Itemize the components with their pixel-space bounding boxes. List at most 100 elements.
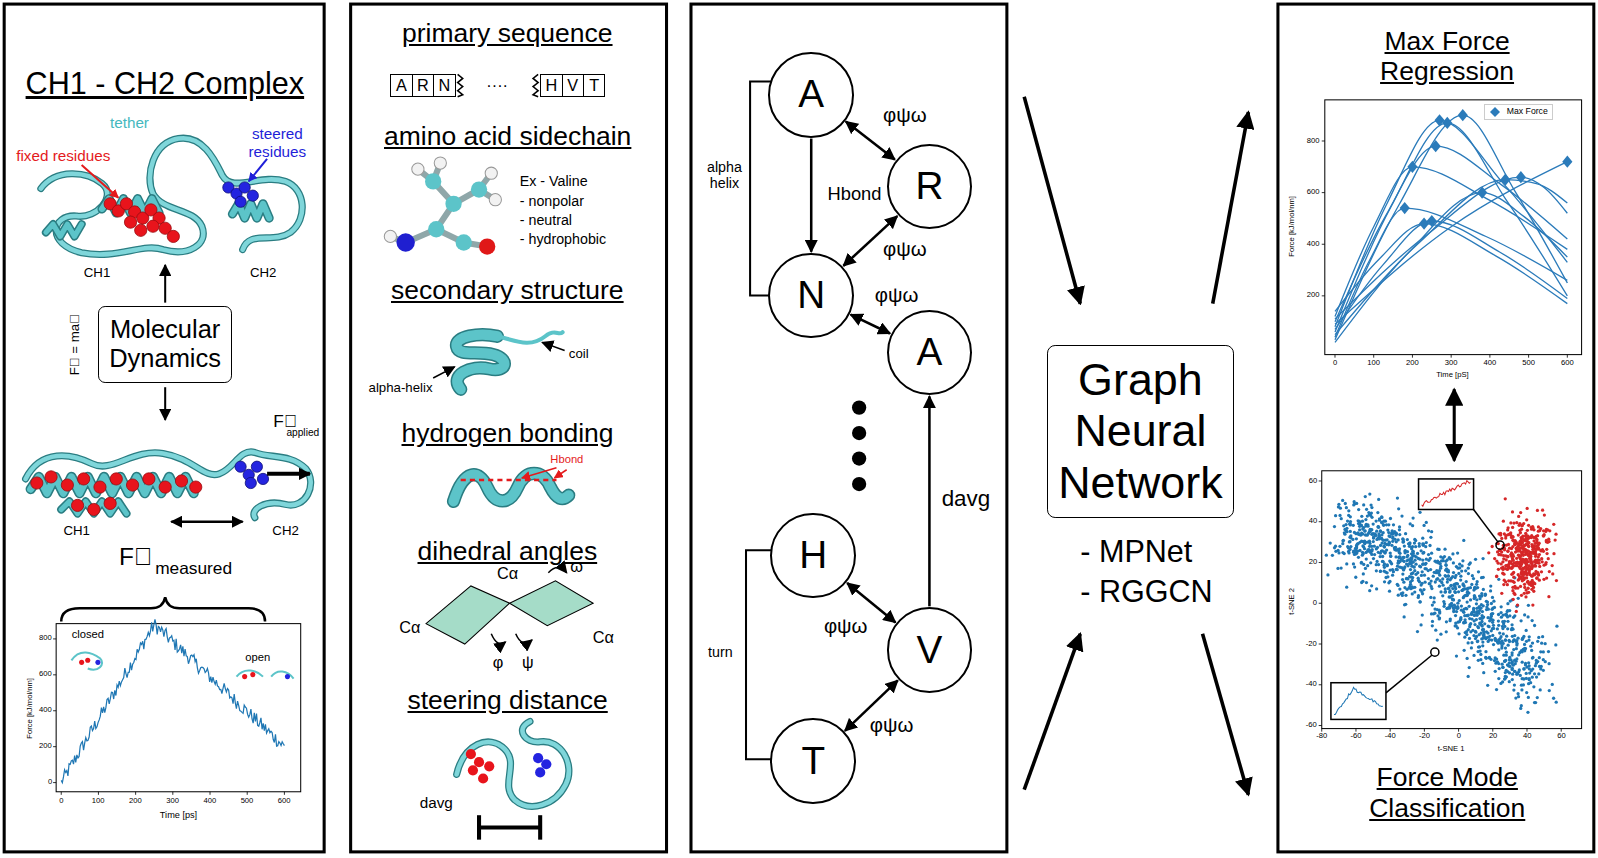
tsne-scatter bbox=[1498, 667, 1501, 670]
tsne-scatter bbox=[1531, 526, 1534, 529]
tsne-scatter bbox=[1397, 594, 1400, 597]
annotation-label: Cα bbox=[497, 564, 518, 583]
tsne-scatter bbox=[1355, 537, 1358, 540]
tsne-scatter bbox=[1463, 636, 1466, 639]
tsne-scatter bbox=[1396, 584, 1399, 587]
bracket bbox=[746, 82, 795, 760]
tsne-scatter bbox=[1513, 683, 1516, 686]
tsne-scatter bbox=[1391, 535, 1394, 538]
annotation-label: 200 bbox=[1307, 291, 1320, 300]
edge-label: φψω bbox=[873, 284, 921, 307]
protein-icon bbox=[242, 674, 247, 679]
tsne-scatter bbox=[1541, 509, 1544, 512]
tsne-scatter bbox=[1388, 590, 1391, 593]
edge-label: φψω bbox=[881, 104, 929, 127]
tsne-scatter bbox=[1541, 635, 1544, 638]
hydrogen-bond bbox=[461, 479, 557, 482]
tsne-scatter bbox=[1497, 578, 1500, 581]
tsne-scatter bbox=[1460, 589, 1463, 592]
tsne-scatter bbox=[1338, 514, 1341, 517]
tsne-scatter bbox=[1518, 522, 1521, 525]
tsne-scatter bbox=[1504, 554, 1507, 557]
legend-marker bbox=[1489, 106, 1501, 118]
tsne-scatter bbox=[1355, 544, 1358, 547]
pointer-arrow bbox=[433, 342, 564, 378]
tsne-scatter bbox=[1380, 533, 1383, 536]
tsne-scatter bbox=[1538, 565, 1541, 568]
tsne-scatter bbox=[1377, 525, 1380, 528]
tsne-scatter bbox=[1396, 548, 1399, 551]
tsne-scatter bbox=[1466, 641, 1469, 644]
tsne-scatter bbox=[1424, 562, 1427, 565]
tsne-scatter bbox=[1510, 623, 1513, 626]
tsne-scatter bbox=[1519, 576, 1522, 579]
tsne-scatter bbox=[1517, 533, 1520, 536]
tsne-scatter bbox=[1511, 660, 1514, 663]
tsne-scatter bbox=[1542, 564, 1545, 567]
tsne-scatter bbox=[1482, 634, 1485, 637]
annotation-label: 400 bbox=[39, 706, 52, 715]
tsne-scatter bbox=[1484, 593, 1487, 596]
tsne-scatter bbox=[1468, 666, 1471, 669]
axis-tick bbox=[53, 710, 56, 711]
tsne-scatter bbox=[1529, 645, 1532, 648]
tsne-scatter bbox=[1496, 627, 1499, 630]
inset-plot bbox=[1386, 655, 1432, 693]
tsne-scatter bbox=[1521, 638, 1524, 641]
protein-ribbon bbox=[457, 721, 569, 806]
annotation-label: 800 bbox=[1307, 137, 1320, 146]
valine-molecule bbox=[479, 238, 495, 254]
tsne-scatter bbox=[1411, 516, 1414, 519]
steered-residue-spheres bbox=[245, 477, 256, 488]
tsne-scatter bbox=[1519, 674, 1522, 677]
tsne-scatter bbox=[1374, 519, 1377, 522]
panel-heading: amino acid sidechain bbox=[384, 121, 631, 151]
force-curve bbox=[61, 619, 284, 782]
tsne-scatter bbox=[1419, 588, 1422, 591]
tsne-scatter bbox=[1390, 562, 1393, 565]
tsne-scatter bbox=[1427, 553, 1430, 556]
tsne-scatter bbox=[1431, 624, 1434, 627]
tsne-scatter bbox=[1527, 638, 1530, 641]
tsne-scatter bbox=[1508, 665, 1511, 668]
tsne-scatter bbox=[1391, 529, 1394, 532]
tsne-scatter bbox=[1551, 572, 1554, 575]
max-force-marker bbox=[1458, 109, 1468, 121]
axis-tick bbox=[53, 782, 56, 783]
axis-tick bbox=[1319, 521, 1322, 522]
tsne-scatter bbox=[1398, 587, 1401, 590]
tsne-scatter bbox=[1402, 556, 1405, 559]
tsne-scatter bbox=[1497, 619, 1500, 622]
force-curve bbox=[1335, 115, 1567, 340]
dihedral-plane bbox=[426, 581, 593, 644]
tsne-scatter bbox=[1501, 680, 1504, 683]
tsne-scatter bbox=[1509, 599, 1512, 602]
fixed-residue-spheres bbox=[175, 475, 187, 487]
steered-residue-spheres bbox=[257, 473, 268, 484]
tsne-scatter bbox=[1427, 559, 1430, 562]
hydrogen-bond bbox=[522, 468, 557, 478]
tsne-scatter bbox=[1533, 624, 1536, 627]
tsne-scatter bbox=[1326, 573, 1329, 576]
tsne-scatter bbox=[1501, 572, 1504, 575]
tsne-scatter bbox=[1513, 539, 1516, 542]
sequence-break bbox=[533, 74, 538, 96]
tsne-scatter bbox=[1421, 563, 1424, 566]
tsne-scatter bbox=[1334, 545, 1337, 548]
tsne-scatter bbox=[1467, 587, 1470, 590]
tsne-scatter bbox=[1528, 557, 1531, 560]
fixed-residue-spheres bbox=[126, 479, 138, 491]
tsne-scatter bbox=[1472, 654, 1475, 657]
tsne-scatter bbox=[1483, 622, 1486, 625]
tsne-scatter bbox=[1516, 560, 1519, 563]
tsne-scatter bbox=[1475, 586, 1478, 589]
tsne-scatter bbox=[1528, 635, 1531, 638]
tsne-scatter bbox=[1504, 639, 1507, 642]
tsne-scatter bbox=[1451, 598, 1454, 601]
tsne-scatter bbox=[1445, 630, 1448, 633]
tsne-scatter bbox=[1539, 688, 1542, 691]
annotation-label: F⃗ = ma⃗ bbox=[67, 314, 82, 375]
panel-heading: dihedral angles bbox=[418, 536, 598, 566]
tsne-scatter bbox=[1530, 534, 1533, 537]
tsne-scatter bbox=[1540, 665, 1543, 668]
